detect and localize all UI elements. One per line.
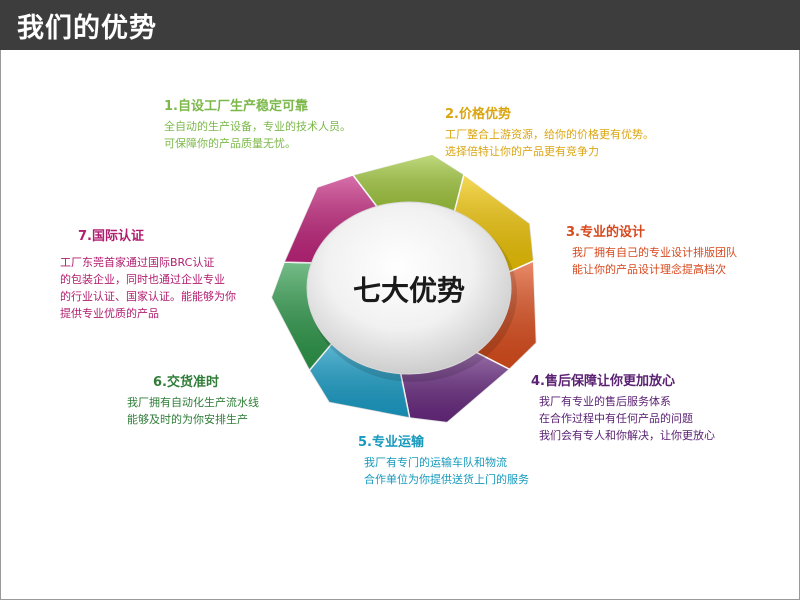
header-bar: 我们的优势 <box>0 0 800 50</box>
advantage-description: 我厂拥有自动化生产流水线 能够及时的为你安排生产 <box>127 394 259 428</box>
desc-line: 合作单位为你提供送货上门的服务 <box>364 473 529 486</box>
advantage-6: 6.交货准时 我厂拥有自动化生产流水线 能够及时的为你安排生产 <box>127 374 259 428</box>
desc-line: 的行业认证、国家认证。能能够为你 <box>60 290 236 303</box>
advantage-description: 我厂拥有自己的专业设计排版团队 能让你的产品设计理念提高档次 <box>572 244 737 278</box>
center-label: 七大优势 <box>353 274 465 307</box>
center-circle <box>306 201 512 375</box>
desc-line: 全自动的生产设备，专业的技术人员。 <box>164 120 351 133</box>
segment-shade-5 <box>309 335 410 418</box>
advantage-title: 6.交货准时 <box>153 375 219 390</box>
desc-line: 选择倍特让你的产品更有竞争力 <box>445 145 599 158</box>
desc-line: 我厂有专业的售后服务体系 <box>539 395 671 408</box>
desc-line: 我厂有专门的运输车队和物流 <box>364 456 507 469</box>
advantage-5: 5.专业运输 我厂有专门的运输车队和物流 合作单位为你提供送货上门的服务 <box>358 434 529 488</box>
segment-shade-7 <box>284 174 381 264</box>
advantage-title: 7.国际认证 <box>78 229 144 244</box>
desc-line: 我们会有专人和你解决，让你更放心 <box>539 429 715 442</box>
desc-line: 的包装企业，同时也通过企业专业 <box>60 273 225 286</box>
advantage-title: 4.售后保障让你更加放心 <box>531 374 675 389</box>
desc-line: 可保障你的产品质量无忧。 <box>164 137 296 150</box>
advantage-description: 工厂东莞首家通过国际BRC认证 的包装企业，同时也通过企业专业 的行业认证、国家… <box>60 254 236 322</box>
desc-line: 提供专业优质的产品 <box>60 307 159 320</box>
advantage-title: 2.价格优势 <box>445 107 511 122</box>
desc-line: 工厂东莞首家通过国际BRC认证 <box>60 256 215 269</box>
advantage-4: 4.售后保障让你更加放心 我厂有专业的售后服务体系 在合作过程中有任何产品的问题… <box>531 373 715 444</box>
desc-line: 在合作过程中有任何产品的问题 <box>539 412 693 425</box>
advantage-title: 3.专业的设计 <box>566 225 645 240</box>
advantage-description: 我厂有专业的售后服务体系 在合作过程中有任何产品的问题 我们会有专人和你解决，让… <box>539 393 715 444</box>
page-title: 我们的优势 <box>17 13 157 44</box>
desc-line: 我厂拥有自己的专业设计排版团队 <box>572 246 737 259</box>
advantage-title: 5.专业运输 <box>358 435 424 450</box>
advantage-description: 我厂有专门的运输车队和物流 合作单位为你提供送货上门的服务 <box>364 454 529 488</box>
segment-shade-2 <box>452 174 534 280</box>
desc-line: 工厂整合上游资源，给你的价格更有优势。 <box>445 128 654 141</box>
advantage-1: 1.自设工厂生产稳定可靠 全自动的生产设备，专业的技术人员。 可保障你的产品质量… <box>164 98 351 152</box>
desc-line: 我厂拥有自动化生产流水线 <box>127 396 259 409</box>
advantage-2: 2.价格优势 工厂整合上游资源，给你的价格更有优势。 选择倍特让你的产品更有竞争… <box>445 106 654 160</box>
segment-shade-1 <box>352 153 464 219</box>
advantage-title: 1.自设工厂生产稳定可靠 <box>164 99 308 114</box>
advantage-description: 全自动的生产设备，专业的技术人员。 可保障你的产品质量无忧。 <box>164 118 351 152</box>
advantage-description: 工厂整合上游资源，给你的价格更有优势。 选择倍特让你的产品更有竞争力 <box>445 126 654 160</box>
desc-line: 能够及时的为你安排生产 <box>127 413 248 426</box>
advantage-3: 3.专业的设计 我厂拥有自己的专业设计排版团队 能让你的产品设计理念提高档次 <box>566 224 737 278</box>
desc-line: 能让你的产品设计理念提高档次 <box>572 263 726 276</box>
advantage-7: 7.国际认证 工厂东莞首家通过国际BRC认证 的包装企业，同时也通过企业专业 的… <box>60 228 236 322</box>
